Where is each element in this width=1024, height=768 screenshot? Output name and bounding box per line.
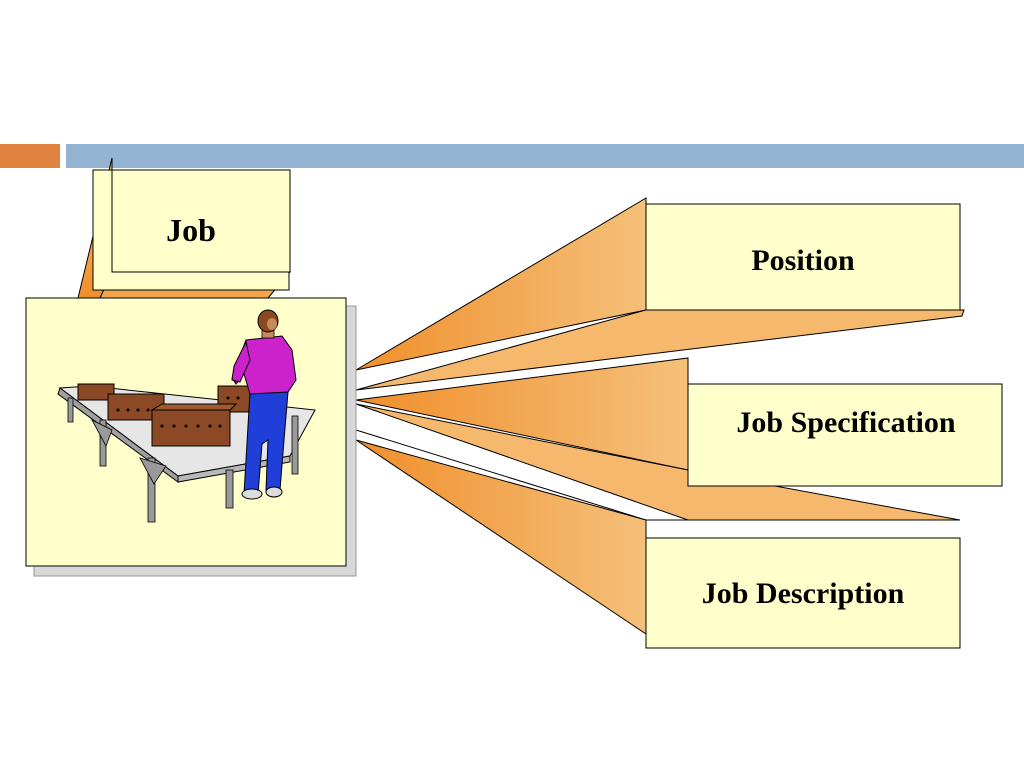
accent-bar-orange xyxy=(0,144,60,168)
position-box: Position xyxy=(645,203,961,311)
crate xyxy=(150,403,238,447)
position-label: Position xyxy=(751,244,855,277)
job-specification-box: Job Specification xyxy=(687,383,1003,487)
job-box-face xyxy=(111,169,291,273)
job-specification-label: Job Specification xyxy=(736,406,955,439)
job-box: Job xyxy=(77,157,292,299)
accent-bar-blue xyxy=(66,144,1024,168)
worker-icon xyxy=(25,297,357,577)
job-label: Job xyxy=(166,212,216,248)
job-description-label: Job Description xyxy=(702,577,905,610)
job-description-box: Job Description xyxy=(645,537,961,649)
worker-figure xyxy=(231,309,297,500)
crate xyxy=(77,383,115,401)
beam-position xyxy=(355,197,965,391)
